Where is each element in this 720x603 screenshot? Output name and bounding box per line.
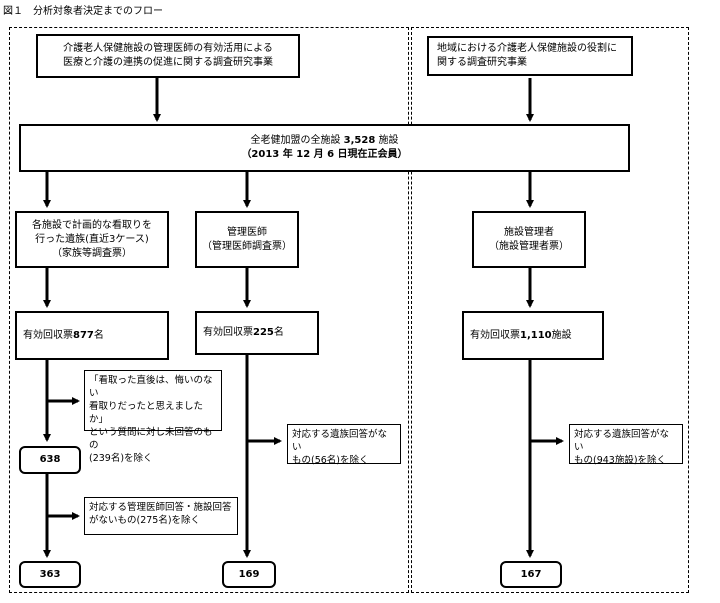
- exclusion-1-line2: 看取りだったと思えましたか」: [89, 401, 204, 425]
- facility-survey-line2: （施設管理者票）: [489, 240, 569, 252]
- exclusion-note-no-family-for-doctor: 対応する遺族回答がない もの(56名)を除く: [287, 424, 401, 466]
- exclusion-4-line1: 対応する遺族回答がない: [574, 429, 670, 453]
- exclusion-1-line4: (239名)を除く: [89, 453, 153, 464]
- all-facilities-count: 3,528: [343, 135, 376, 146]
- source-study-left: 介護老人保健施設の管理医師の有効活用による 医療と介護の連携の促進に関する調査研…: [36, 34, 300, 78]
- exclusion-note-unanswered: 「看取った直後は、悔いのない 看取りだったと思えましたか」 という質問に対し未回…: [84, 370, 222, 464]
- all-facilities-prefix: 全老健加盟の全施設: [250, 135, 344, 146]
- all-facilities-suffix: 施設: [375, 135, 399, 146]
- exclusion-3-line2: もの(56名)を除く: [292, 455, 369, 466]
- doctor-valid-prefix: 有効回収票: [203, 327, 253, 338]
- facility-survey-box: 施設管理者 （施設管理者票）: [472, 211, 586, 268]
- doctor-valid-suffix: 名: [273, 327, 284, 338]
- exclusion-4-line2: もの(943施設)を除く: [574, 455, 667, 466]
- figure-title: 図１ 分析対象者決定までのフロー: [3, 6, 163, 17]
- exclusion-1-line1: 「看取った直後は、悔いのない: [89, 375, 213, 399]
- family-survey-line1: 各施設で計画的な看取りを: [32, 219, 152, 231]
- facility-valid-count: 1,110: [520, 329, 552, 341]
- count-169-box: 169: [222, 561, 276, 588]
- all-facilities-date: （2013 年 12 月 6 日現在正会員）: [241, 149, 408, 160]
- facility-survey-line1: 施設管理者: [504, 226, 554, 238]
- all-facilities-line1: 全老健加盟の全施設 3,528 施設: [250, 134, 398, 148]
- right-section-frame: [411, 27, 689, 593]
- facility-valid-box: 有効回収票 1,110 施設: [462, 311, 604, 360]
- count-167-box: 167: [500, 561, 562, 588]
- source-left-line2: 医療と介護の連携の促進に関する調査研究事業: [63, 57, 273, 68]
- count-638-box: 638: [19, 446, 81, 474]
- left-section-frame: [9, 27, 409, 593]
- family-valid-suffix: 名: [93, 329, 104, 341]
- family-valid-count: 877: [73, 329, 94, 341]
- family-valid-prefix: 有効回収票: [23, 329, 73, 341]
- exclusion-1-line3: という質問に対し未回答のもの: [89, 427, 213, 451]
- family-survey-box: 各施設で計画的な看取りを 行った遺族(直近3ケース) （家族等調査票）: [15, 211, 169, 268]
- source-study-right: 地域における介護老人保健施設の役割に 関する調査研究事業: [427, 36, 633, 76]
- family-survey-line2: 行った遺族(直近3ケース): [35, 233, 149, 245]
- doctor-survey-box: 管理医師 （管理医師調査票）: [195, 211, 299, 268]
- source-right-line2: 関する調査研究事業: [437, 57, 527, 68]
- doctor-survey-line1: 管理医師: [227, 226, 267, 238]
- source-right-line1: 地域における介護老人保健施設の役割に: [437, 43, 617, 54]
- exclusion-note-no-family-for-facility: 対応する遺族回答がない もの(943施設)を除く: [569, 424, 683, 466]
- doctor-valid-count: 225: [253, 327, 274, 338]
- facility-valid-prefix: 有効回収票: [470, 329, 520, 341]
- exclusion-note-no-doctor-facility: 対応する管理医師回答・施設回答 がないもの(275名)を除く: [84, 497, 238, 535]
- all-facilities-box: 全老健加盟の全施設 3,528 施設 （2013 年 12 月 6 日現在正会員…: [19, 124, 630, 172]
- exclusion-3-line1: 対応する遺族回答がない: [292, 429, 388, 453]
- source-left-line1: 介護老人保健施設の管理医師の有効活用による: [63, 43, 273, 54]
- exclusion-2-line1: 対応する管理医師回答・施設回答: [89, 502, 232, 513]
- facility-valid-suffix: 施設: [551, 329, 572, 341]
- exclusion-2-line2: がないもの(275名)を除く: [89, 515, 201, 526]
- family-survey-line3: （家族等調査票）: [52, 247, 132, 259]
- count-363-box: 363: [19, 561, 81, 588]
- doctor-survey-line2: （管理医師調査票）: [202, 240, 292, 252]
